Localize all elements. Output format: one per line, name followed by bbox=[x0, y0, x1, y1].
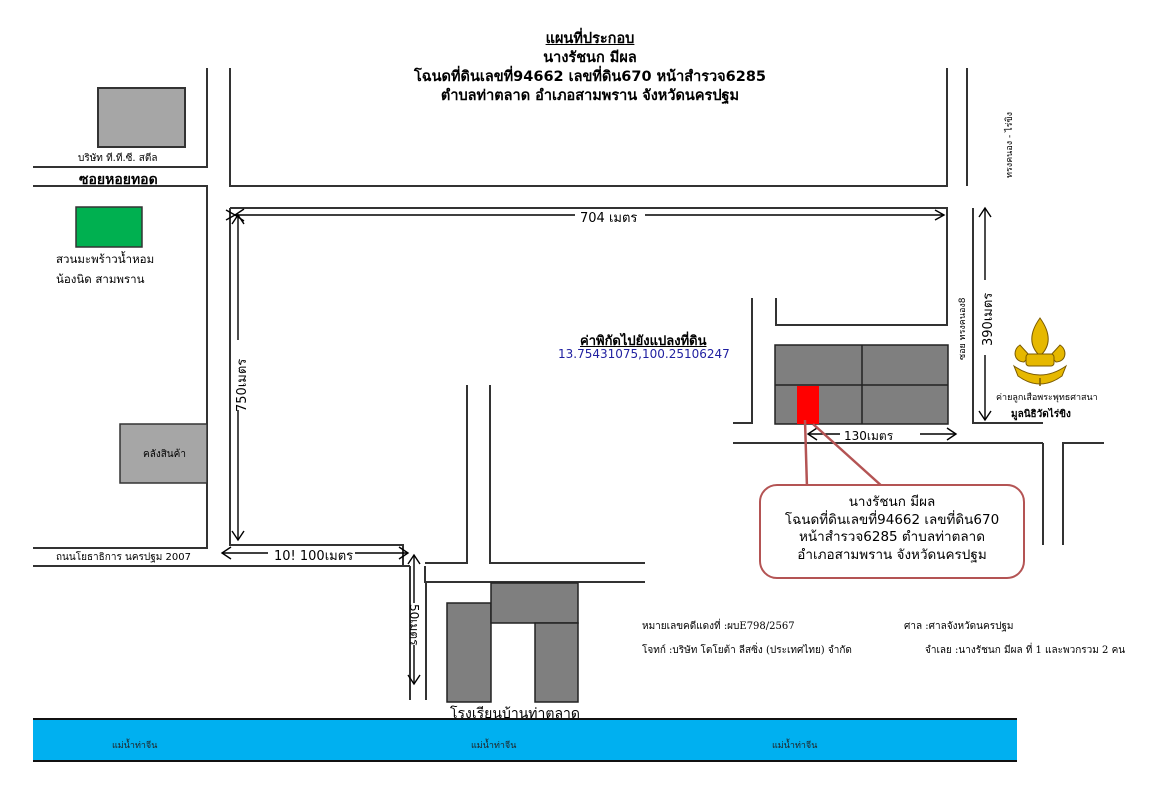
scout-camp-label: ค่ายลูกเสือพระพุทธศาสนา bbox=[996, 393, 1098, 403]
river-label-1: แม่น้ำท่าจีน bbox=[112, 741, 158, 751]
road-songkhanong-label: ทรงคนอง - ไร่ขิง bbox=[1005, 111, 1015, 178]
deed-line: โฉนดที่ดินเลขที่94662 เลขที่ดิน670 หน้าส… bbox=[413, 69, 767, 85]
river bbox=[33, 719, 1017, 761]
coordinates-label: ค่าพิกัดไปยังแปลงที่ดิน bbox=[580, 334, 707, 349]
defendant: จำเลย :นางรัชนก มีผล ที่ 1 และพวกรวม 2 ค… bbox=[925, 645, 1126, 656]
distance-704: 704 เมตร bbox=[580, 211, 638, 226]
soi-hoi-thot-label: ซอยหอยทอด bbox=[79, 172, 158, 188]
distance-50: 50เมตร bbox=[407, 604, 421, 646]
distance-750: 750เมตร bbox=[235, 358, 250, 412]
river-label-2: แม่น้ำท่าจีน bbox=[471, 741, 517, 751]
scout-emblem-icon bbox=[1012, 317, 1068, 386]
road-lines bbox=[33, 68, 1104, 700]
plaintiff: โจทก์ :บริษัท โตโยต้า ลีสซิ่ง (ประเทศไทย… bbox=[642, 645, 852, 656]
case-number: หมายเลขคดีแดงที่ :ผบE798/2567 bbox=[642, 621, 795, 632]
soi-songkhanong8-label: ซอย ทรงคนอง8 bbox=[958, 297, 968, 360]
map-title: แผนที่ประกอบ นางรัชนก มีผล โฉนดที่ดินเลข… bbox=[380, 30, 800, 106]
school-buildings bbox=[446, 582, 579, 703]
coordinates-value[interactable]: 13.75431075,100.25106247 bbox=[558, 347, 730, 361]
distance-100: 10! 100เมตร bbox=[274, 549, 354, 564]
target-parcel[interactable] bbox=[797, 386, 819, 424]
callout-line-4: อำเภอสามพราน จังหวัดนครปฐม bbox=[797, 546, 987, 563]
foundation-label: มูลนิธิวัดไร่ขิง bbox=[1011, 409, 1071, 420]
coconut-garden bbox=[75, 206, 143, 248]
callout-line-1: นางรัชนก มีผล bbox=[848, 494, 936, 510]
coconut-garden-label-2: น้องนิด สามพราน bbox=[56, 272, 145, 286]
owner-name: นางรัชนก มีผล bbox=[543, 50, 637, 66]
ttc-steel-building bbox=[97, 87, 186, 148]
callout-line-3: หน้าสำรวจ6285 ตำบลท่าตลาด bbox=[799, 529, 985, 545]
distance-390: 390เมตร bbox=[981, 292, 996, 346]
road-yothathikan-label: ถนนโยธาธิการ นครปฐม 2007 bbox=[56, 552, 191, 563]
callout-line-2: โฉนดที่ดินเลขที่94662 เลขที่ดิน670 bbox=[784, 511, 1000, 528]
parcel-callout: นางรัชนก มีผล โฉนดที่ดินเลขที่94662 เลขท… bbox=[759, 484, 1025, 579]
river-label-3: แม่น้ำท่าจีน bbox=[772, 741, 818, 751]
distance-130: 130เมตร bbox=[844, 429, 894, 443]
location-line: ตำบลท่าตลาด อำเภอสามพราน จังหวัดนครปฐม bbox=[440, 88, 740, 104]
school-label: โรงเรียนบ้านท่าตลาด bbox=[450, 706, 580, 722]
callout-pointer bbox=[803, 419, 885, 489]
coconut-garden-label-1: สวนมะพร้าวน้ำหอม bbox=[56, 252, 155, 266]
court: ศาล :ศาลจังหวัดนครปฐม bbox=[904, 621, 1014, 632]
warehouse-building bbox=[119, 423, 208, 484]
warehouse-label: คลังสินค้า bbox=[143, 449, 186, 460]
heading: แผนที่ประกอบ bbox=[545, 31, 635, 47]
ttc-steel-label: บริษัท ที.ที.ซี. สตีล bbox=[78, 153, 158, 164]
